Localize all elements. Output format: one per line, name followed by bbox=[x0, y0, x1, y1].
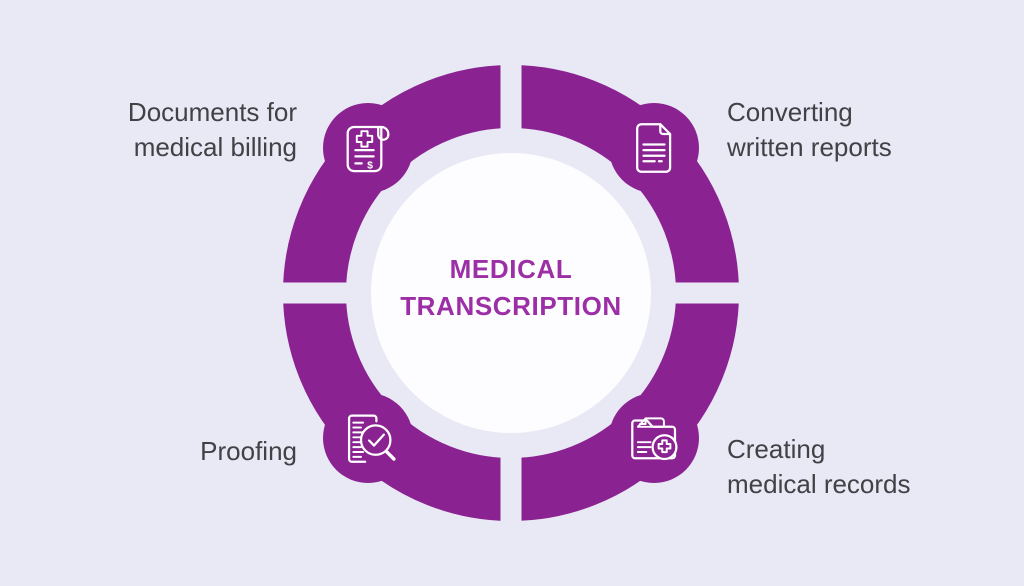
label-documents-for-medical-billing: Documents for medical billing bbox=[128, 95, 297, 165]
label-proofing: Proofing bbox=[200, 434, 297, 469]
label-converting-written-reports: Converting written reports bbox=[727, 95, 892, 165]
proofing-magnifier-icon bbox=[347, 414, 396, 463]
label-line: medical billing bbox=[133, 132, 297, 162]
medical-records-folder-icon bbox=[631, 417, 678, 461]
node-circle bbox=[609, 103, 699, 193]
node-top-right bbox=[609, 103, 699, 193]
node-bottom-left bbox=[323, 393, 413, 483]
label-line: Converting bbox=[727, 97, 853, 127]
node-bottom-right bbox=[609, 393, 699, 483]
label-line: Creating bbox=[727, 434, 826, 464]
label-creating-medical-records: Creating medical records bbox=[727, 432, 911, 502]
node-circle bbox=[323, 103, 413, 193]
center-circle bbox=[371, 153, 651, 433]
label-line: Proofing bbox=[200, 436, 297, 466]
written-report-icon bbox=[636, 123, 672, 173]
node-circle bbox=[609, 393, 699, 483]
diagram-title-line1: MEDICAL bbox=[449, 254, 573, 284]
label-line: medical records bbox=[727, 469, 911, 499]
medical-bill-icon: $ bbox=[346, 125, 390, 173]
dollar-sign: $ bbox=[367, 159, 373, 171]
diagram-title: MEDICAL TRANSCRIPTION bbox=[361, 251, 661, 325]
node-top-left: $ bbox=[323, 103, 413, 193]
label-line: Documents for bbox=[127, 97, 297, 127]
label-line: written reports bbox=[727, 132, 892, 162]
diagram-title-line2: TRANSCRIPTION bbox=[400, 291, 622, 321]
